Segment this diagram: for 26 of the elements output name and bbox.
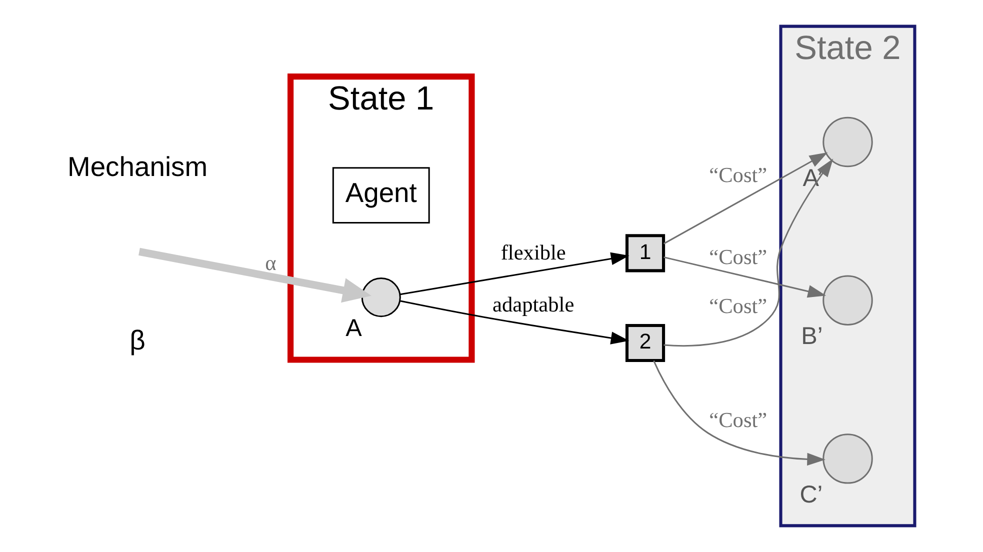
arrow <box>138 248 372 303</box>
node-label: C’ <box>800 482 823 509</box>
node-box: Agent <box>332 167 430 224</box>
edge-label: flexible <box>500 240 566 265</box>
arrow <box>400 252 630 296</box>
node-box: 2 <box>625 324 666 362</box>
label: Mechanism <box>68 151 208 182</box>
edge-label: “Cost” <box>709 245 768 270</box>
arrow <box>653 360 826 466</box>
arrow <box>663 152 828 244</box>
label: β <box>130 324 146 356</box>
arrow <box>664 256 826 298</box>
node-label: B’ <box>801 323 823 350</box>
edge-label: α <box>265 251 276 276</box>
edge-label: “Cost” <box>709 162 768 187</box>
edge-label: adaptable <box>492 292 574 316</box>
node-circle <box>822 116 873 168</box>
node-circle <box>822 275 873 326</box>
node-label: A <box>346 314 362 342</box>
arrow <box>664 158 834 347</box>
node-box: 1 <box>625 234 666 272</box>
edge-label: “Cost” <box>709 408 768 432</box>
arrow <box>400 300 630 344</box>
node-circle <box>822 434 873 484</box>
edge-label: “Cost” <box>709 294 768 318</box>
node-circle <box>361 278 401 318</box>
